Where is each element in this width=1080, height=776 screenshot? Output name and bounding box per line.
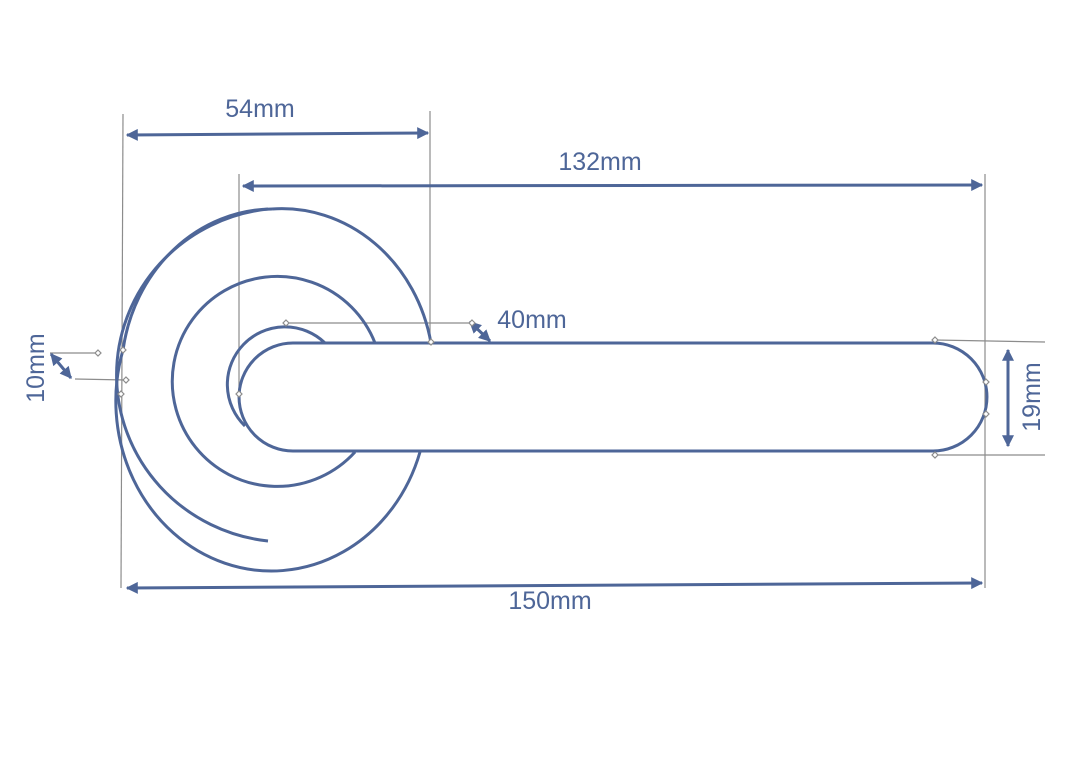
reference-point — [931, 336, 939, 344]
reference-points — [94, 319, 990, 459]
dimension-label-132mm: 132mm — [558, 148, 641, 176]
dimension-arrow-54mm — [125, 127, 430, 141]
reference-point — [117, 390, 125, 398]
reference-point — [931, 451, 939, 459]
rose-outer-lower — [114, 207, 422, 573]
rose-inner-ring — [170, 274, 377, 488]
dimension-label-54mm: 54mm — [225, 95, 294, 123]
dimension-label-40mm: 40mm — [497, 306, 566, 334]
reference-point — [235, 390, 243, 398]
dimension-arrow-132mm — [241, 179, 984, 192]
dimension-arrows — [49, 127, 1014, 594]
extension-line-grip-top — [934, 339, 1046, 343]
neck-ring — [225, 325, 327, 428]
reference-point — [468, 319, 476, 327]
reference-point — [282, 319, 290, 327]
reference-point — [982, 410, 990, 418]
dimension-arrow-10mm — [49, 353, 73, 379]
dimension-label-19mm: 19mm — [1018, 362, 1046, 431]
reference-point — [427, 338, 435, 346]
extension-lines — [50, 111, 1046, 589]
dimension-label-10mm: 10mm — [22, 333, 50, 402]
lever-grip — [237, 341, 989, 453]
dimension-arrow-150mm — [125, 577, 984, 594]
reference-point — [982, 378, 990, 386]
reference-point — [119, 346, 127, 354]
reference-point — [94, 349, 102, 357]
reference-point — [122, 376, 130, 384]
dimension-label-150mm: 150mm — [508, 587, 591, 615]
rose-outer-top — [271, 207, 433, 344]
product-outline — [114, 207, 989, 573]
dimension-labels: 54mm 132mm 40mm 150mm 19mm 10mm — [22, 95, 1046, 615]
